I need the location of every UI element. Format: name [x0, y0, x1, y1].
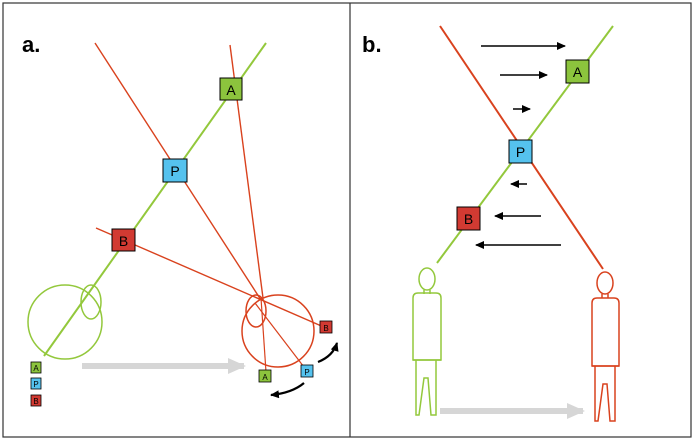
svg-text:P: P [33, 380, 38, 389]
left-mini-b: B [30, 394, 42, 407]
svg-text:A: A [573, 64, 583, 80]
marker-a-box: A [219, 77, 243, 101]
green-person [412, 267, 442, 416]
curved-arrow-left [270, 382, 305, 399]
red-line-5 [254, 302, 308, 372]
right-mini-p: P [300, 364, 314, 378]
panel-b: A P B [412, 25, 620, 422]
svg-text:A: A [226, 82, 236, 98]
panel-b-label: b. [362, 32, 382, 57]
right-mini-a: A [258, 369, 272, 383]
left-mini-p: P [30, 377, 42, 390]
red-eye [241, 294, 315, 368]
panel-a: A P B A P B A P [27, 42, 339, 407]
svg-text:P: P [304, 368, 309, 377]
marker-b-box-b: B [456, 206, 481, 231]
red-person [591, 271, 620, 422]
marker-p-box-b: P [508, 139, 533, 164]
svg-text:B: B [119, 233, 128, 249]
svg-text:A: A [262, 373, 268, 382]
svg-text:P: P [170, 163, 179, 179]
panel-a-label: a. [22, 32, 41, 57]
svg-text:B: B [323, 324, 328, 333]
svg-text:A: A [33, 364, 39, 373]
red-line-4 [260, 297, 267, 373]
left-mini-a: A [30, 361, 42, 374]
svg-text:P: P [516, 144, 525, 160]
svg-text:B: B [464, 211, 473, 227]
green-eye [27, 284, 103, 360]
svg-text:B: B [33, 397, 38, 406]
marker-a-box-b: A [565, 59, 590, 84]
right-mini-b: B [319, 320, 333, 334]
marker-b-box: B [111, 228, 136, 252]
marker-p-box: P [162, 158, 188, 183]
curved-arrow-up [317, 342, 339, 364]
